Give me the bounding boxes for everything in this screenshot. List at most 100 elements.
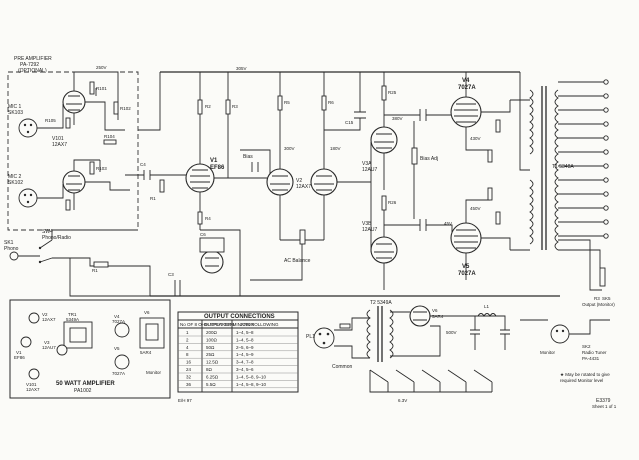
preamp-title-2: PA-7292 — [20, 62, 39, 68]
output-terminal-strip — [558, 79, 609, 239]
svg-text:SK102: SK102 — [8, 180, 23, 186]
choke-l1 — [477, 313, 497, 317]
svg-text:PA-4431: PA-4431 — [582, 356, 600, 361]
v6-label-1: V6 — [432, 308, 438, 313]
oc-cell-0-0: 1 — [186, 330, 189, 335]
output-terminal — [603, 219, 609, 225]
output-connections-table — [177, 311, 299, 393]
r25-label: R25 — [388, 90, 397, 95]
chassis-tube-v5: V5 7027A — [112, 346, 130, 376]
svg-text:12AX7: 12AX7 — [42, 317, 56, 322]
v3b-label-2: 12AU7 — [362, 227, 378, 233]
tube-v101-a — [62, 90, 86, 114]
preamp-resistors — [65, 81, 119, 211]
chassis-tr1: TR1 5349A — [63, 312, 93, 349]
output-terminal — [603, 107, 609, 113]
r3-label: R3 — [232, 104, 238, 109]
filter-capacitors — [455, 315, 510, 350]
chassis-monitor-label: Monitor — [146, 370, 162, 375]
svg-text:SK103: SK103 — [8, 110, 23, 116]
v5-label-2: 7027A — [458, 271, 476, 277]
radio-tuner-socket: SK2 Radio Tuner PA-4431 — [582, 344, 607, 361]
oc-cell-7-0: 36 — [186, 382, 192, 387]
svg-text:5349A: 5349A — [66, 317, 79, 322]
output-terminal — [603, 93, 609, 99]
tube-v2b-12ax7 — [310, 168, 338, 196]
chassis-layout-box — [9, 299, 171, 399]
v3a-label-2: 12AU7 — [362, 167, 378, 173]
oc-header-join: JOIN FOLLOWING — [240, 322, 279, 327]
tube-v3a-12au7 — [370, 126, 398, 154]
monitor-label: Monitor — [540, 350, 556, 355]
tube-v4-7027a — [450, 96, 482, 128]
tube-v3b-12au7 — [370, 236, 398, 264]
rv1-label: R1 — [92, 268, 98, 273]
eq-section — [199, 237, 225, 274]
oc-cell-1-0: 2 — [186, 337, 189, 342]
v-180: 180V — [330, 146, 341, 151]
spkr-output-label-1: SK5 — [602, 296, 611, 301]
r6-resistor — [321, 95, 327, 111]
oc-header-speakers: No OF 8 OHM SPEAKERS — [180, 322, 234, 327]
oc-cell-7-2: 1–4, 5–8, 9–10 — [236, 382, 267, 387]
r5-label: R5 — [284, 100, 290, 105]
v101-label-1: V101 — [52, 136, 64, 142]
v-430: 430V — [470, 136, 481, 141]
oc-cell-3-1: 25Ω — [206, 352, 215, 357]
svg-text:V3: V3 — [44, 340, 50, 345]
svg-text:C4: C4 — [140, 162, 146, 167]
r4-resistor — [197, 211, 203, 225]
power-transformer-t2 — [366, 306, 394, 362]
chassis-tube-v2: V2 12AX7 — [28, 312, 56, 324]
v-380: 380V — [392, 116, 403, 121]
note-line-1: ★ May be rotated to give — [560, 372, 610, 377]
svg-text:SK1: SK1 — [4, 240, 14, 246]
output-terminal — [603, 79, 609, 85]
oc-cell-2-2: 2–5, 6–9 — [236, 345, 254, 350]
v-45: 45V — [444, 221, 452, 226]
r105-label: R105 — [45, 118, 56, 123]
v101-label-2: 12AX7 — [52, 142, 67, 148]
v4-label-2: 7027A — [458, 85, 476, 91]
phono-input-sk1: SK1 Phono — [4, 240, 19, 261]
preamp-title-3: (OPTIONAL) — [18, 68, 47, 74]
bias-label: Bias — [243, 154, 253, 160]
chassis-tube-v3: V3 12AU7 — [42, 340, 68, 356]
svg-text:PL1: PL1 — [306, 334, 315, 340]
r101-label: R101 — [96, 86, 107, 91]
svg-text:V4: V4 — [114, 314, 120, 319]
note-line-2: required Monitor level — [560, 378, 603, 383]
phono-radio-switch: SW4 Phono/Radio — [38, 229, 71, 264]
tube-v5-7027a — [450, 222, 482, 254]
r2-resistor — [197, 99, 203, 115]
output-terminal — [603, 177, 609, 183]
ac-balance-pot — [299, 229, 306, 245]
oc-cell-4-2: 3–4, 7–8 — [236, 360, 254, 365]
monitor-pot-rv7 — [599, 267, 606, 287]
chassis-tube-v6: V6 5AR4 — [139, 310, 165, 355]
bias-adj-label: Bias Adj — [420, 156, 438, 162]
svg-text:V1: V1 — [16, 350, 22, 355]
eq-label: C6 — [200, 232, 206, 237]
svg-text:TR1: TR1 — [68, 312, 77, 317]
monitor-socket-sk3 — [550, 324, 570, 344]
oc-cell-6-1: 6.25Ω — [206, 374, 219, 379]
chassis-title: 50 WATT AMPLIFIER — [56, 381, 115, 387]
chassis-tube-v4: V4 7027A — [112, 314, 130, 338]
oc-cell-0-2: 1–4, 5–8 — [236, 330, 254, 335]
output-terminal — [603, 205, 609, 211]
tube-v101-b — [62, 170, 86, 194]
t2-label: T2 5349A — [370, 300, 392, 306]
r25-resistor — [381, 85, 387, 101]
r3-resistor — [225, 99, 231, 115]
output-transformer-t1 — [529, 86, 559, 251]
oc-cell-4-0: 16 — [186, 360, 192, 365]
common-label: Common — [332, 364, 353, 370]
oc-cell-4-1: 12.5Ω — [206, 360, 219, 365]
chassis-tube-v101: V101 12AX7 — [26, 368, 40, 392]
oc-cell-6-0: 32 — [186, 374, 192, 379]
oc-cell-7-1: 5.5Ω — [206, 382, 216, 387]
v-300: 300V — [284, 146, 295, 151]
